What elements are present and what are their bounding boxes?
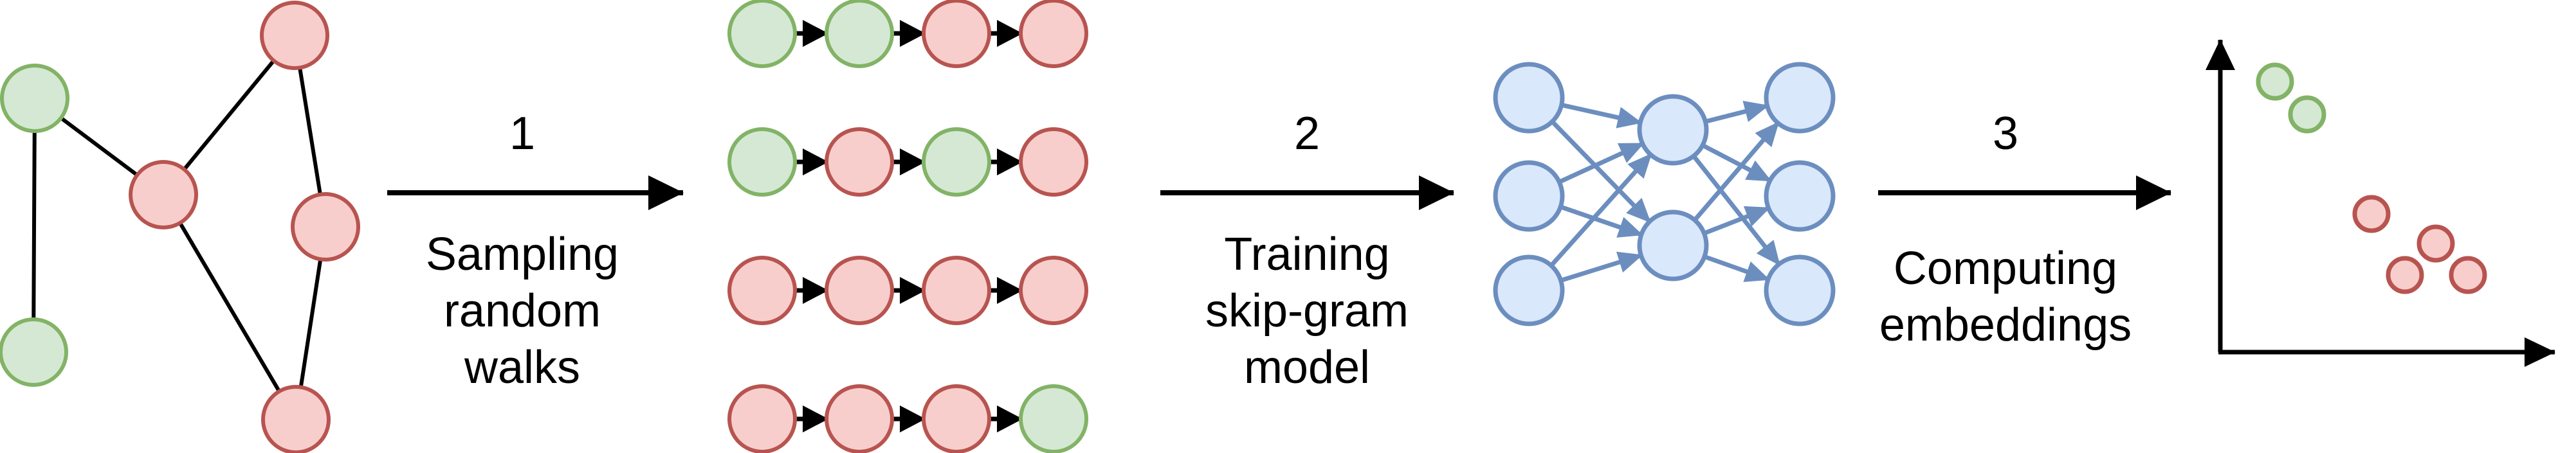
step-label-line: model — [1244, 342, 1370, 393]
embedding-point-red — [2386, 256, 2424, 294]
nn-edge — [1551, 120, 1652, 224]
neural-network — [1493, 62, 1836, 326]
nn-edge — [1549, 152, 1654, 267]
walk-node-red — [1019, 0, 1088, 68]
walk-node-green — [727, 0, 797, 68]
nn-node-input — [1493, 160, 1565, 232]
walk-node-red — [825, 384, 894, 453]
nn-node-hidden — [1637, 209, 1709, 281]
walk-node-red — [922, 256, 991, 325]
walk-row — [727, 0, 1088, 68]
embedding-point-red — [2416, 224, 2455, 263]
nn-edge — [1705, 100, 1769, 124]
nn-node-output — [1764, 62, 1836, 134]
graph-node-red — [291, 192, 360, 262]
step-number: 1 — [509, 108, 535, 159]
nn-edge — [1693, 120, 1781, 222]
embedding-point-red — [2449, 256, 2487, 294]
walk-node-red — [825, 127, 894, 197]
walk-node-red — [922, 0, 991, 68]
nn-node-hidden — [1637, 94, 1709, 166]
nn-node-output — [1764, 160, 1836, 232]
walk-node-green — [825, 0, 894, 68]
walk-node-red — [727, 256, 797, 325]
walk-node-red — [727, 384, 797, 453]
walk-node-red — [825, 256, 894, 325]
step-label-line: Sampling — [426, 229, 619, 280]
walk-node-red — [922, 384, 991, 453]
walk-node-red — [1019, 256, 1088, 325]
embedding-point-red — [2352, 195, 2391, 233]
walk-row — [727, 256, 1088, 325]
nn-edge — [1702, 143, 1773, 183]
graph-node-red — [129, 160, 198, 229]
step-label-line: embeddings — [1879, 299, 2132, 351]
graph-node-green — [0, 64, 69, 133]
random-walks — [727, 0, 1088, 453]
graph-edge — [161, 193, 298, 421]
embedding-point-green — [2288, 95, 2326, 134]
nn-edge — [1560, 204, 1643, 238]
embedding-point-green — [2256, 62, 2294, 101]
step-label-line: Computing — [1894, 243, 2117, 294]
step-label-line: Training — [1224, 229, 1389, 280]
graph-node-red — [261, 385, 331, 453]
graph-edge — [32, 98, 37, 353]
walk-node-red — [1019, 127, 1088, 197]
nn-node-input — [1493, 254, 1565, 326]
walk-row — [727, 127, 1088, 197]
graph-node-red — [260, 1, 329, 70]
walk-node-green — [727, 127, 797, 197]
nn-edge — [1704, 254, 1771, 282]
input-graph — [0, 1, 360, 453]
step-number: 2 — [1294, 108, 1320, 159]
nn-edge — [1561, 103, 1643, 129]
walk-node-green — [922, 127, 991, 197]
nn-node-output — [1764, 254, 1836, 326]
step-number: 3 — [1993, 108, 2018, 159]
embedding-plot — [2206, 39, 2555, 367]
nn-edge — [1692, 155, 1782, 267]
step-label-line: random — [444, 285, 601, 337]
graph-node-green — [0, 317, 68, 387]
nn-edge — [1558, 141, 1645, 184]
step-label-line: skip-gram — [1205, 285, 1409, 337]
step-label-line: walks — [464, 342, 580, 393]
nn-edge — [1704, 205, 1771, 235]
nn-node-input — [1493, 62, 1565, 134]
nn-edge — [1560, 251, 1643, 283]
walk-row — [727, 384, 1088, 453]
walk-node-green — [1019, 384, 1088, 453]
